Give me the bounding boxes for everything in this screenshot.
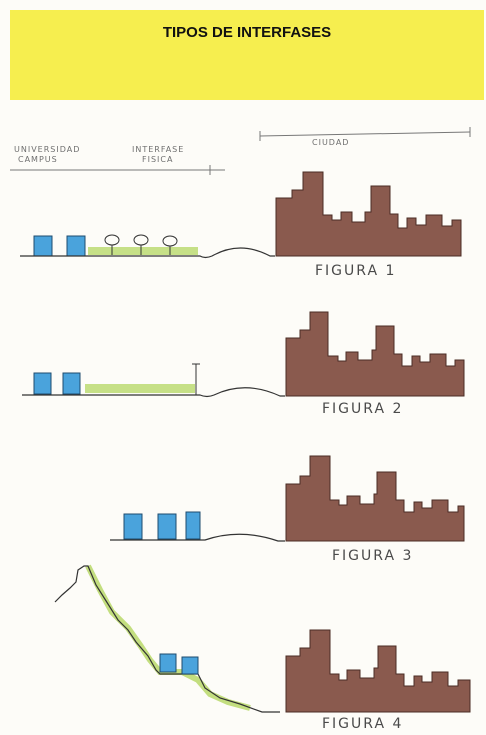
header-labels: UNIVERSIDAD CAMPUS INTERFASE FISICA CIUD… xyxy=(10,127,471,175)
figure-4: FIGURA 4 xyxy=(54,564,471,732)
campus-building xyxy=(157,513,177,540)
campus-building xyxy=(185,511,201,540)
city-skyline xyxy=(285,629,471,713)
figure-2: FIGURA 2 xyxy=(22,311,465,417)
campus-building xyxy=(181,656,199,675)
page-title: TIPOS DE INTERFASES xyxy=(162,24,332,41)
interface-label-line1: INTERFASE xyxy=(132,145,184,154)
campus-building xyxy=(33,372,52,395)
campus-building xyxy=(123,513,143,540)
campus-label-line2: CAMPUS xyxy=(18,155,58,164)
city-skyline xyxy=(285,311,465,397)
figure-label: FIGURA 4 xyxy=(322,716,403,732)
ground-line xyxy=(20,247,275,259)
figure-1: FIGURA 1 xyxy=(20,171,462,279)
interface-label-line2: FISICA xyxy=(142,155,173,164)
figure-label: FIGURA 1 xyxy=(315,263,396,279)
ground-line xyxy=(110,533,285,542)
campus-building xyxy=(66,235,86,257)
campus-building xyxy=(62,372,81,395)
ground-line xyxy=(54,565,280,713)
green-slope xyxy=(85,564,251,711)
city-range-line xyxy=(259,131,471,137)
campus-building xyxy=(159,653,177,673)
figure-label: FIGURA 2 xyxy=(322,401,403,417)
city-skyline xyxy=(285,455,465,542)
city-label: CIUDAD xyxy=(312,138,349,147)
campus-label-line1: UNIVERSIDAD xyxy=(14,145,80,154)
green-strip xyxy=(88,247,198,255)
tree-icon xyxy=(104,234,178,255)
green-strip xyxy=(85,384,195,393)
figure-3: FIGURA 3 xyxy=(110,455,465,564)
title-banner: TIPOS DE INTERFASES xyxy=(10,10,484,100)
city-skyline xyxy=(275,171,462,257)
ground-line xyxy=(22,387,285,398)
campus-building xyxy=(33,235,53,257)
figure-label: FIGURA 3 xyxy=(332,548,413,564)
